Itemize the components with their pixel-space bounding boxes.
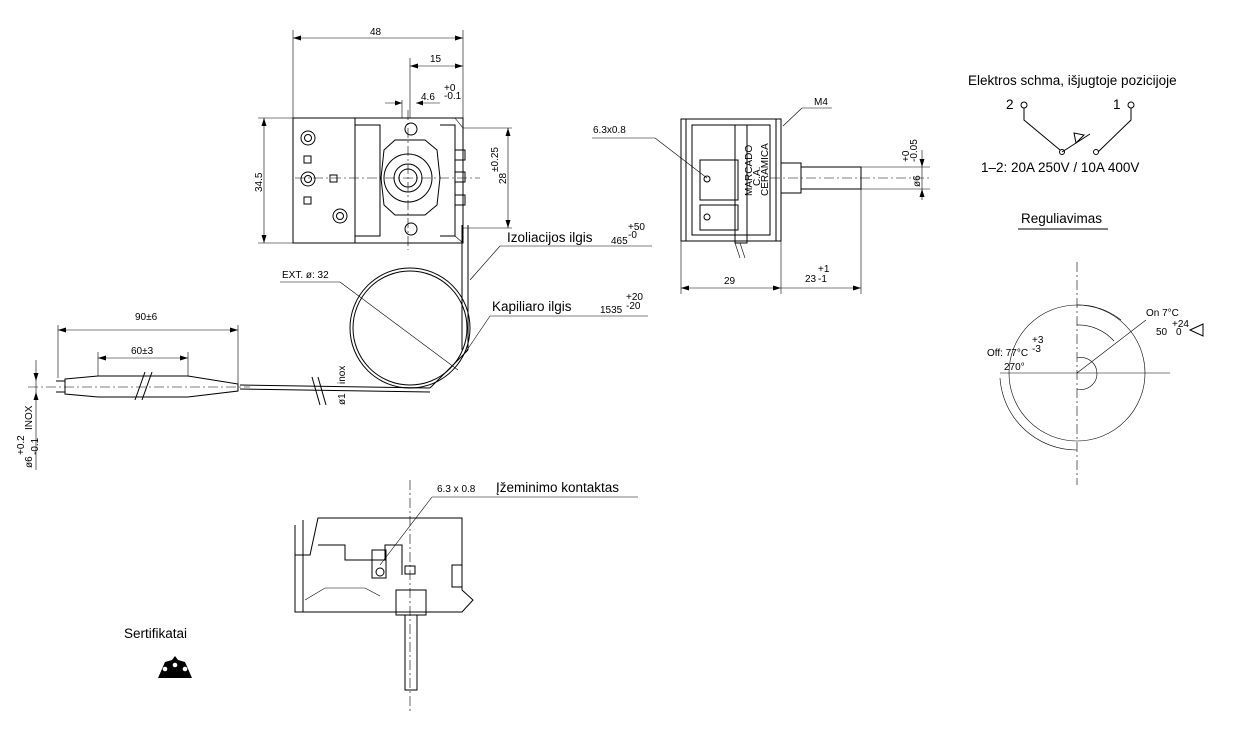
top-view: 48 15 4.6 +0 -0.1 34.5 28 ±0.25 [254,27,512,350]
capillary-upper: +20 [626,292,643,303]
certification-mark-icon [158,656,192,678]
tube-material: inox [337,366,348,384]
side-terminal: 6.3x0.8 [593,125,626,136]
bulb-diameter-upper: +0.2 [16,435,27,455]
dim-23: 23 [805,274,817,285]
insulation-value: 465 [611,236,628,247]
shaft-lower: -0.05 [909,139,920,162]
off-lower: -3 [1032,344,1041,355]
on-label: On 7°C [1146,308,1179,319]
bulb-diameter: ø6 [24,456,35,468]
certificates: Sertifikatai [124,626,192,678]
insulation-label: Izoliacijos ilgis [507,230,593,245]
body-text-3: CERAMICA [760,143,771,196]
terminal-1: 1 [1113,97,1121,112]
bulb-60: 60±3 [131,346,154,357]
dim-4-6: 4.6 [421,92,435,103]
bottom-terminal: 6.3 x 0.8 [437,484,476,495]
body-text-1: MARCADO [744,145,755,196]
bulb-90: 90±6 [135,312,158,323]
body-text-2: C.A. [752,167,763,186]
certificates-label: Sertifikatai [124,626,187,641]
shaft-upper: +0 [901,150,912,162]
side-view: MARCADO C.A. CERAMICA 6.3x0.8 M4 ø6 +0 -… [592,97,930,294]
insulation-upper: +50 [628,222,645,233]
tube-diameter: ø1 [337,393,348,405]
angle-upper: +24 [1172,319,1189,330]
dim-4-6-lower: -0.1 [444,91,462,102]
dim-15: 15 [430,54,442,65]
angle-lower: 0 [1176,327,1182,338]
ext-diameter: EXT. ø: 32 [282,270,329,281]
off-label: Off: 77°C [987,348,1028,359]
dim-29: 29 [724,276,736,287]
thread-m4: M4 [814,97,828,108]
insulation-lower: -0 [628,230,637,241]
capillary-view: EXT. ø: 32 ø1 inox 90±6 60±3 [16,222,652,470]
regulation-title: Reguliavimas [1021,211,1102,226]
capillary-label: Kapiliaro ilgis [492,299,572,314]
dim-4-6-upper: +0 [444,83,456,94]
off-upper: +3 [1032,335,1044,346]
bottom-view: 6.3 x 0.8 Įžeminimo kontaktas [294,480,638,712]
bulb-diameter-lower: -0.1 [30,437,41,455]
bulb-material: INOX [24,405,35,430]
angle-value: 50 [1156,327,1168,338]
electrical-rating: 1–2: 20A 250V / 10A 400V [981,160,1139,175]
shaft-dim: ø6 [912,175,923,187]
dim-48: 48 [370,27,382,38]
pointer-icon [1188,323,1204,337]
dim-34-5: 34.5 [254,172,265,192]
electrical-title: Elektros schma, išjugtoje pozicijoje [968,73,1177,88]
electrical-scheme: Elektros schma, išjugtoje pozicijoje 2 1… [968,73,1177,175]
capillary-lower: -20 [626,301,641,312]
rotation-label: 270° [1004,362,1025,373]
dim-28: 28 [498,172,509,184]
capillary-value: 1535 [600,305,623,316]
dim-23-upper: +1 [818,264,830,275]
dim-23-lower: -1 [818,274,827,285]
ground-label: Įžeminimo kontaktas [496,480,619,495]
dim-28-tol: ±0.25 [490,147,501,172]
terminal-2: 2 [1006,97,1014,112]
regulation-diagram: Reguliavimas On 7°C 50 +24 0 Off: 77°C +… [987,211,1204,485]
